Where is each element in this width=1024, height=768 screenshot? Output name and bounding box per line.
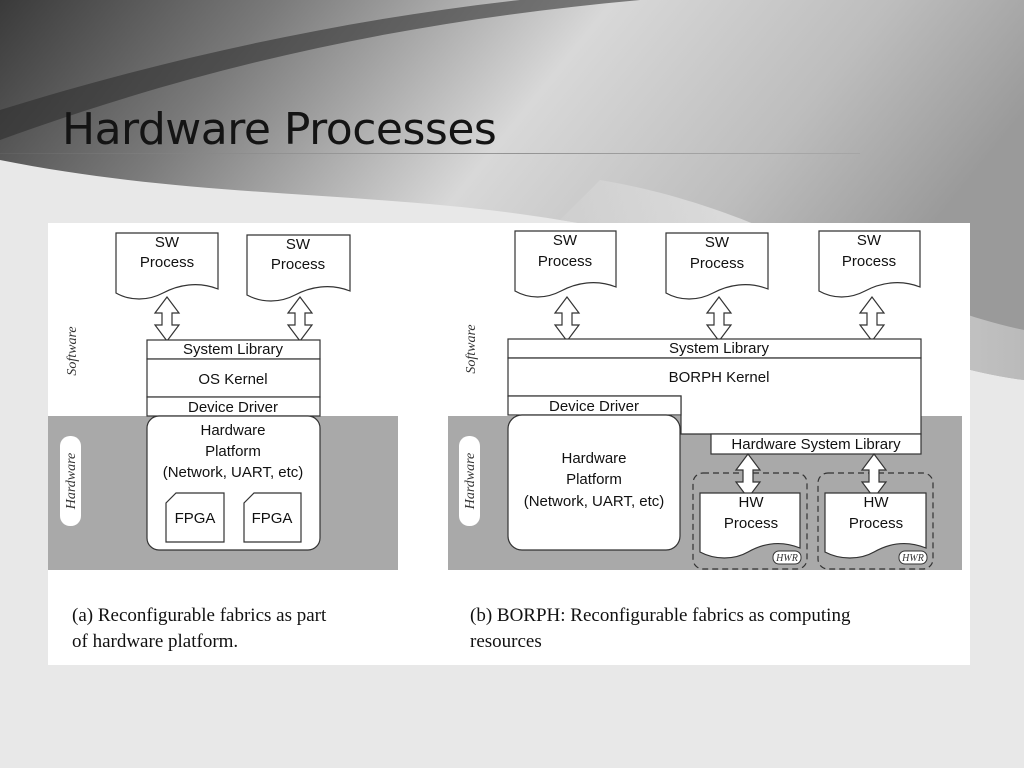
panel-b-sw-process-1: SW Process <box>514 230 617 298</box>
figure: Software Hardware SW Process SW Process <box>48 223 970 665</box>
slide-title: Hardware Processes <box>62 104 497 155</box>
svg-text:SW: SW <box>553 232 578 249</box>
panel-b-hwr-tag-1: HWR <box>775 553 798 564</box>
panel-b-hardware-system-library: Hardware System Library <box>731 436 901 453</box>
panel-b-sw-process-3: SW Process <box>818 230 921 298</box>
panel-a: Software Hardware SW Process SW Process <box>48 232 398 570</box>
svg-text:Process: Process <box>849 515 903 532</box>
panel-b-arrow-2 <box>706 296 732 342</box>
panel-b-system-library: System Library <box>669 340 770 357</box>
panel-a-hardware-label-pill <box>60 436 81 526</box>
panel-a-fpga-1-box <box>165 492 225 543</box>
panel-b-hardware-label-pill <box>459 436 480 526</box>
panel-a-system-library: System Library <box>183 341 284 358</box>
panel-b-sw-process-2: SW Process <box>665 232 769 300</box>
svg-text:Process: Process <box>140 254 194 271</box>
svg-text:Software: Software <box>464 324 479 373</box>
svg-text:SW: SW <box>705 234 730 251</box>
panel-b-hardware-label: Hardware <box>463 453 478 511</box>
panel-a-hardware-platform-line1: Hardware <box>200 422 265 439</box>
svg-text:SW: SW <box>857 232 882 249</box>
panel-b-hardware-platform-line2: Platform <box>566 471 622 488</box>
panel-a-sw-process-1: SW Process <box>115 232 219 300</box>
panel-a-fpga-1: FPGA <box>175 510 216 527</box>
svg-text:SW: SW <box>155 234 180 251</box>
panel-a-sw-process-2: SW Process <box>246 234 351 302</box>
panel-a-device-driver: Device Driver <box>188 399 278 416</box>
panel-b-hardware-system-library-box <box>710 433 922 455</box>
panel-a-software-label: Software <box>65 326 80 375</box>
panel-b-hardware-platform-line1: Hardware <box>561 450 626 467</box>
svg-text:Hardware: Hardware <box>64 453 79 511</box>
svg-text:SW: SW <box>286 236 311 253</box>
panel-b-arrow-3 <box>859 296 885 342</box>
panel-b-hardware-platform-box <box>507 414 681 551</box>
panel-b-arrow-1 <box>554 296 580 342</box>
panel-b: Software Hardware SW Process SW Process … <box>448 230 962 570</box>
panel-a-fpga-2: FPGA <box>252 510 293 527</box>
svg-text:Hardware: Hardware <box>463 453 478 511</box>
svg-text:Process: Process <box>842 253 896 270</box>
svg-text:Process: Process <box>538 253 592 270</box>
svg-text:Process: Process <box>271 256 325 273</box>
panel-b-caption: (b) BORPH: Reconfigurable fabrics as com… <box>470 605 851 652</box>
panel-b-hw-process-1: HW Process HWR <box>699 492 802 565</box>
panel-a-arrow-1 <box>154 296 180 342</box>
svg-text:Process: Process <box>724 515 778 532</box>
panel-a-hardware-platform-line3: (Network, UART, etc) <box>163 464 304 481</box>
panel-a-hardware-label: Hardware <box>64 453 79 511</box>
panel-a-os-kernel: OS Kernel <box>198 371 267 388</box>
panel-a-fpga-2-box <box>243 492 302 543</box>
svg-text:Software: Software <box>65 326 80 375</box>
panel-b-borph-kernel: BORPH Kernel <box>669 369 770 386</box>
panel-b-hwr-tag-2: HWR <box>901 553 924 564</box>
svg-text:HW: HW <box>739 494 765 511</box>
panel-b-device-driver: Device Driver <box>549 398 639 415</box>
panel-b-hardware-platform-line3: (Network, UART, etc) <box>524 493 665 510</box>
title-rule <box>0 153 860 154</box>
svg-text:Process: Process <box>690 255 744 272</box>
svg-text:HW: HW <box>864 494 890 511</box>
panel-a-arrow-2 <box>287 296 313 342</box>
panel-b-software-label: Software <box>464 324 479 373</box>
panel-a-caption: (a) Reconfigurable fabrics as part of ha… <box>72 605 327 652</box>
panel-a-hardware-platform-line2: Platform <box>205 443 261 460</box>
panel-a-os-kernel-box <box>146 358 321 398</box>
panel-b-hwr-region-2 <box>817 472 934 570</box>
panel-b-hw-process-2: HW Process HWR <box>824 492 928 565</box>
